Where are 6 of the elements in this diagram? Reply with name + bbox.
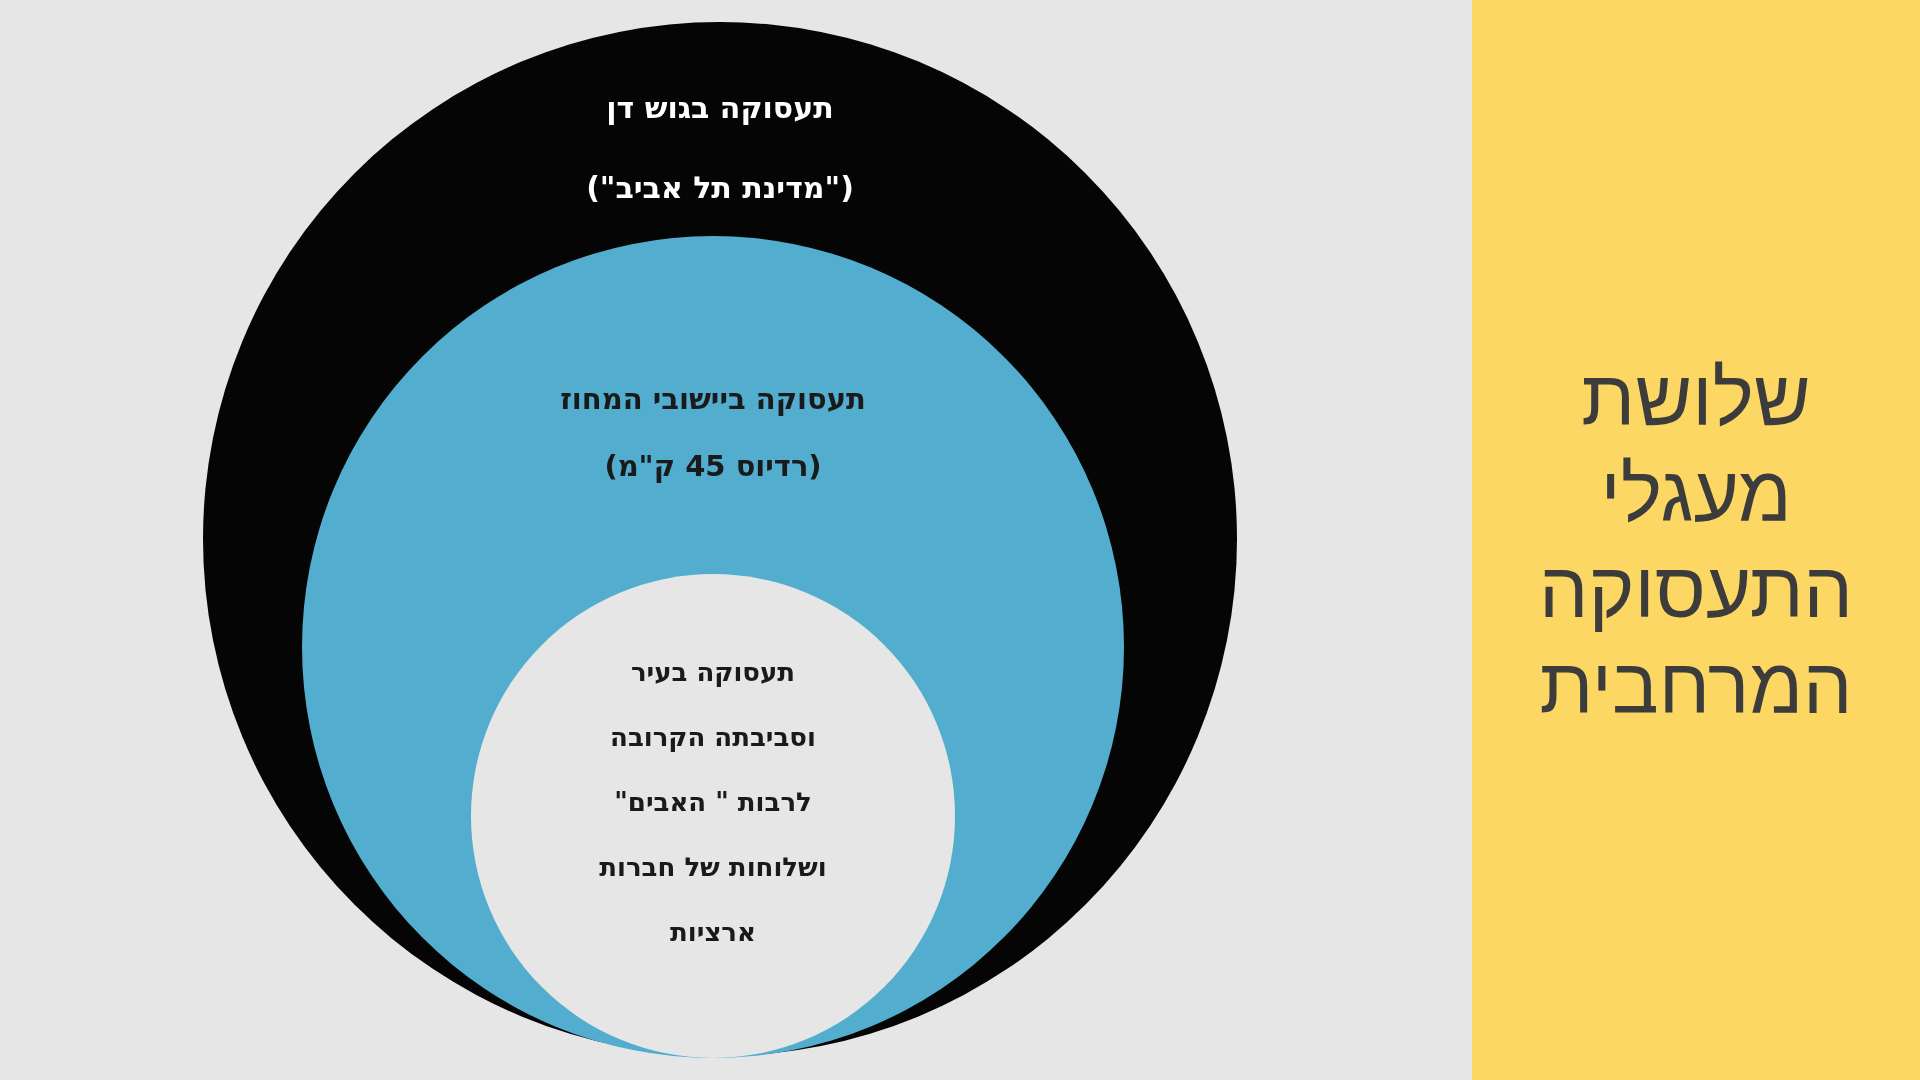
circle-label: תעסוקה ביישובי המחוז bbox=[559, 381, 867, 418]
title: שלושת מעגלי התעסוקה המרחבית bbox=[1538, 353, 1854, 732]
circle-label: ("מדינת תל אביב") bbox=[585, 169, 855, 207]
circle-label: תעסוקה בעיר וסביבתה הקרובה לרבות " האבים" ושלוחות של חברות ארציות bbox=[598, 656, 828, 949]
circle-label: (רדיוס 45 ק"מ) bbox=[603, 448, 823, 485]
circle-label: תעסוקה בגוש דן bbox=[605, 89, 835, 127]
